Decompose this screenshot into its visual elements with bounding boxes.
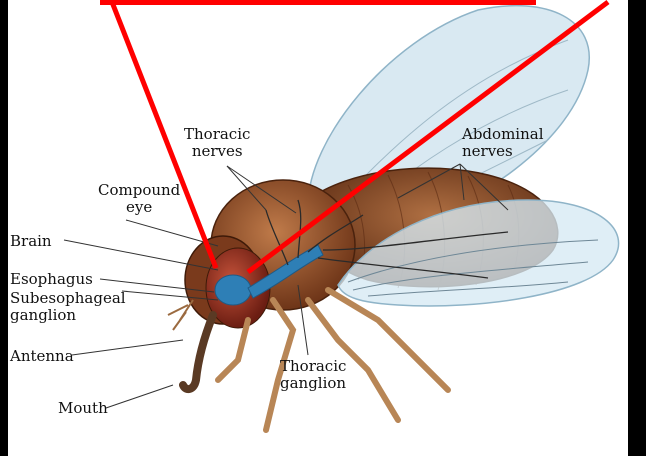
red-pointer-line-left [112,2,216,268]
diagram-panel: Thoracic nerves Abdominal nerves Compoun… [8,0,628,456]
red-annotation-overlay [8,0,628,456]
red-pointer-line-right [248,2,608,272]
